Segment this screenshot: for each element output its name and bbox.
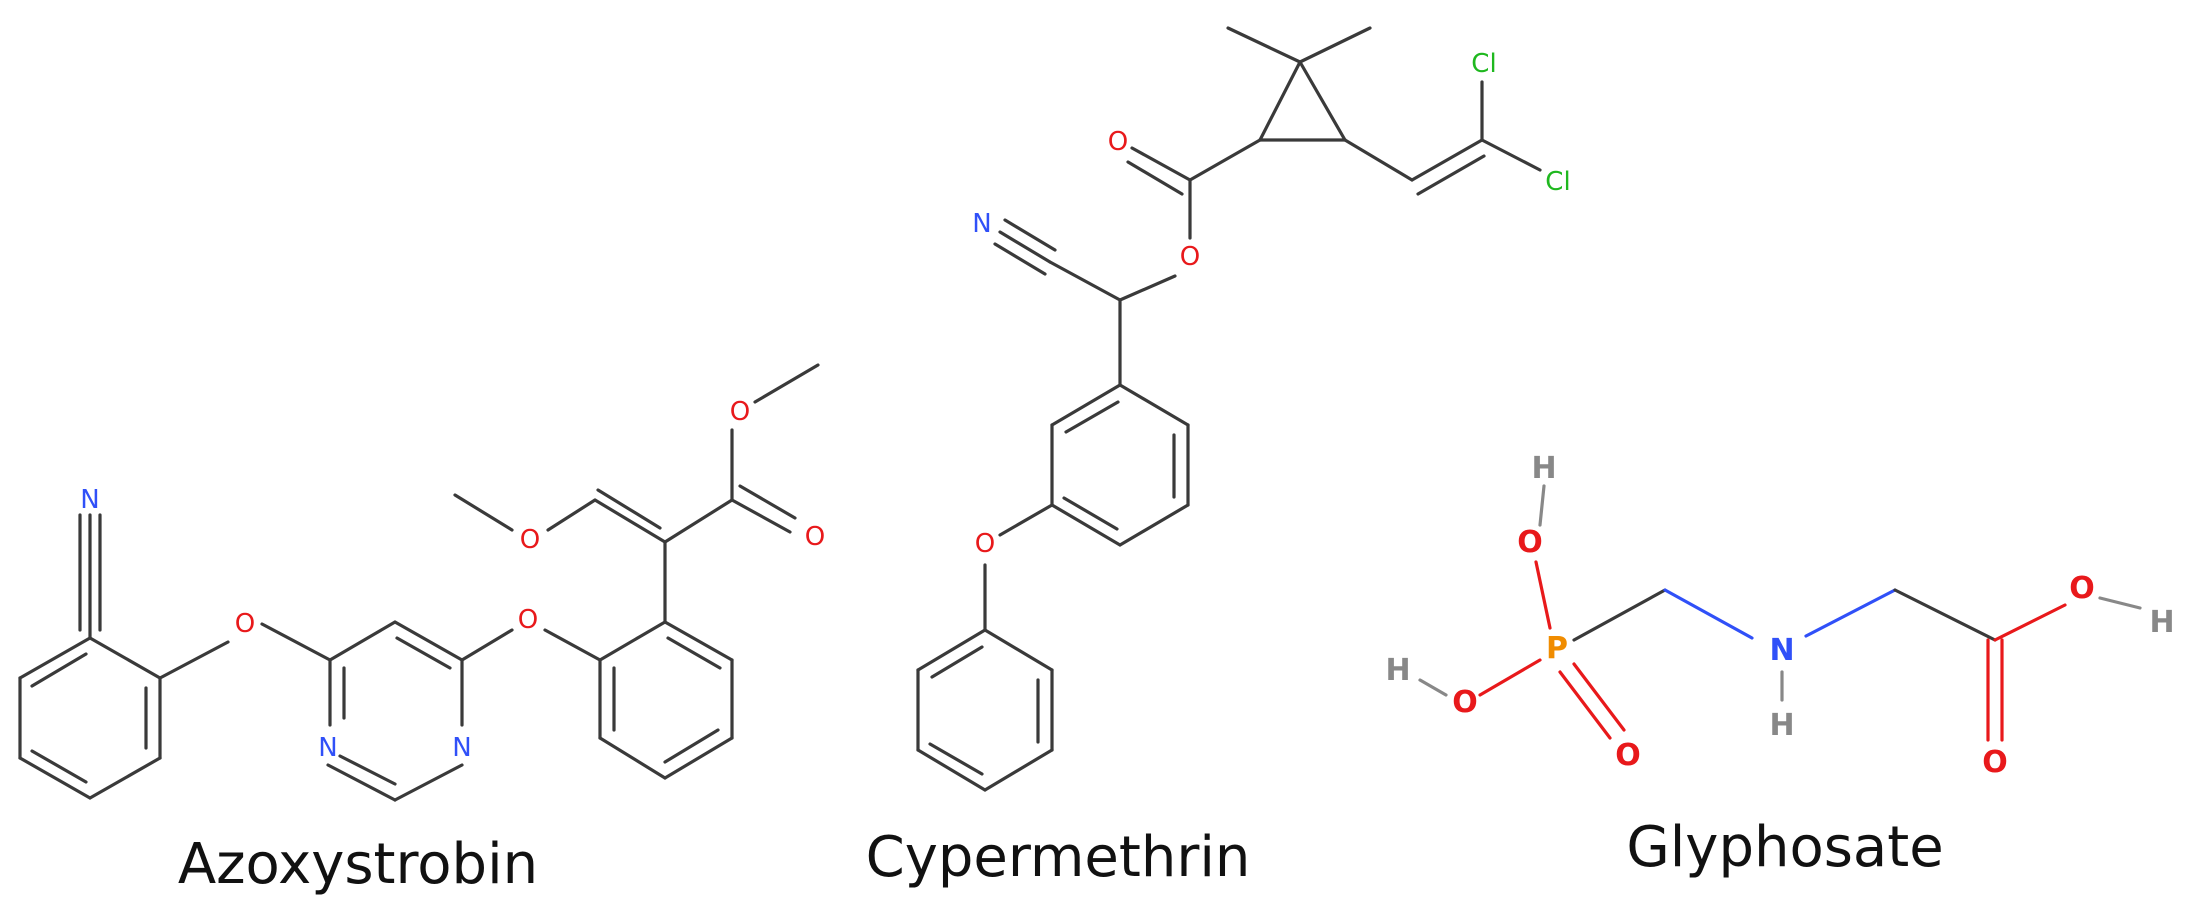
azoxystrobin-methoxy-o-atom: O: [520, 525, 540, 555]
azoxystrobin-benzene-ring-right: [598, 620, 734, 780]
cypermethrin-carbonyl-o-atom: O: [1108, 127, 1128, 157]
cypermethrin-ester-o-atom: O: [1180, 242, 1200, 272]
cypermethrin-caption: Cypermethrin: [865, 825, 1251, 890]
glyphosate-phosphoryl-o-atom: O: [1615, 738, 1641, 773]
cypermethrin-benzene-ring-lower: [916, 628, 1054, 792]
cypermethrin-structure: Cl Cl O O N O: [916, 26, 1571, 792]
glyphosate-phosphorus-atom: P: [1546, 631, 1568, 666]
azoxystrobin-structure: N O N N O: [18, 363, 825, 802]
glyphosate-amine-h-atom: H: [1769, 708, 1794, 743]
cypermethrin-phenoxy-o-atom: O: [975, 529, 995, 559]
azoxystrobin-pyrimidine-ring: N N: [318, 620, 472, 802]
glyphosate-caption: Glyphosate: [1626, 815, 1944, 880]
azoxystrobin-ether-o-atom-left: O: [235, 609, 255, 639]
azoxystrobin-ether-o-atom-right: O: [518, 605, 538, 635]
azoxystrobin-nitrile-group: N: [78, 485, 102, 640]
cypermethrin-benzene-ring-upper: [1050, 298, 1190, 547]
cypermethrin-chlorine-atom-1: Cl: [1471, 49, 1496, 79]
azoxystrobin-ester-o-atom: O: [730, 397, 750, 427]
azoxystrobin-pyrimidine-n-atom-1: N: [318, 733, 337, 763]
glyphosate-hydroxyl-h-atom-left: H: [1385, 653, 1410, 688]
glyphosate-hydroxyl-o-atom-left: O: [1452, 685, 1478, 720]
azoxystrobin-carbonyl-o-atom: O: [805, 522, 825, 552]
glyphosate-carbonyl-o-atom: O: [1982, 745, 2008, 780]
azoxystrobin-nitrile-n-atom: N: [80, 485, 99, 515]
glyphosate-hydroxyl-h-atom-top: H: [1531, 451, 1556, 486]
cypermethrin-nitrile-n-atom: N: [972, 209, 991, 239]
glyphosate-amine-n-atom: N: [1769, 633, 1794, 668]
glyphosate-carboxyl-o-atom: O: [2069, 571, 2095, 606]
azoxystrobin-benzene-ring-left: [18, 636, 162, 800]
cypermethrin-chlorine-atom-2: Cl: [1545, 167, 1570, 197]
glyphosate-hydroxyl-o-atom-top: O: [1517, 525, 1543, 560]
glyphosate-structure: H O P O H O N H O H O: [1385, 451, 2174, 780]
azoxystrobin-caption: Azoxystrobin: [177, 832, 539, 897]
azoxystrobin-pyrimidine-n-atom-2: N: [452, 733, 471, 763]
glyphosate-carboxyl-h-atom: H: [2149, 605, 2174, 640]
